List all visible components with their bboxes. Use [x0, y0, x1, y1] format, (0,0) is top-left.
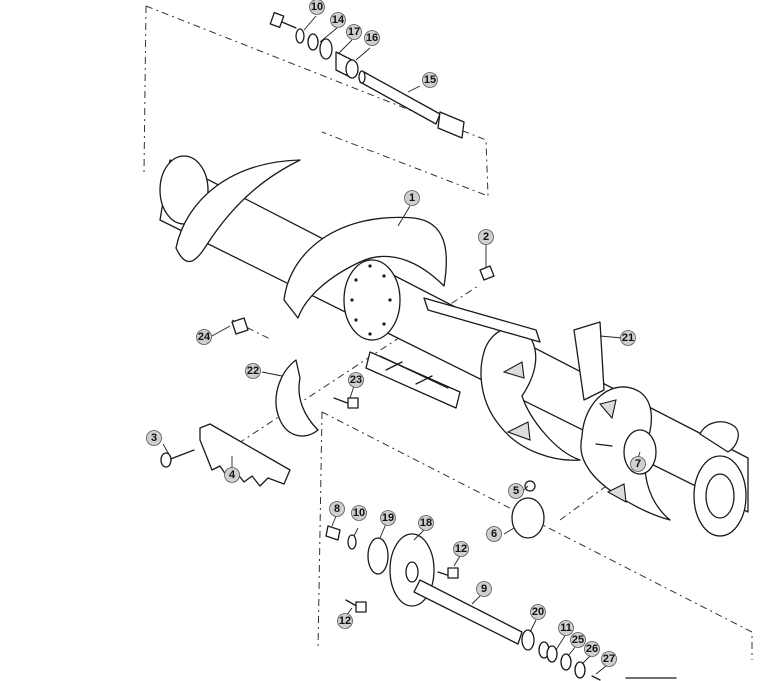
callout-20: 20	[530, 604, 546, 620]
svg-text:18: 18	[420, 517, 432, 529]
svg-text:25: 25	[572, 634, 584, 646]
top-bolt-part	[269, 12, 297, 29]
top-lockwasher-part	[307, 33, 319, 51]
callout-25: 25	[570, 632, 586, 648]
nut-24-part	[231, 317, 249, 335]
top-washer-part	[295, 28, 305, 44]
callout-6: 6	[486, 526, 502, 542]
plug-5-part	[524, 480, 536, 492]
callout-12-lower: 12	[337, 613, 353, 629]
callout-12-upper: 12	[453, 541, 469, 557]
svg-text:16: 16	[366, 32, 378, 44]
end-lug	[699, 421, 739, 453]
callout-14: 14	[330, 12, 346, 28]
callout-11: 11	[558, 620, 574, 636]
callout-10-bottom: 10	[351, 505, 367, 521]
ring-20-part	[521, 629, 535, 651]
auger-left-flight	[175, 159, 301, 262]
nut-2-part	[479, 265, 495, 281]
callout-9: 9	[476, 581, 492, 597]
callout-22: 22	[245, 363, 261, 379]
svg-text:12: 12	[339, 615, 351, 627]
callout-21: 21	[620, 330, 636, 346]
callout-10-top: 10	[309, 0, 325, 15]
plate-22-part	[275, 359, 319, 437]
auger-main	[159, 155, 749, 537]
svg-text:15: 15	[424, 74, 436, 86]
center-flange	[343, 259, 401, 341]
callout-27: 27	[601, 651, 617, 667]
svg-text:12: 12	[455, 543, 467, 555]
callout-16: 16	[364, 30, 380, 46]
svg-text:19: 19	[382, 512, 394, 524]
svg-text:17: 17	[348, 26, 360, 38]
callout-8: 8	[329, 501, 345, 517]
svg-text:20: 20	[532, 606, 544, 618]
washer-11-part	[546, 645, 558, 663]
bolt-23-part	[333, 397, 359, 409]
svg-text:10: 10	[311, 1, 323, 13]
callout-15: 15	[422, 72, 438, 88]
bolt-3-part	[160, 449, 195, 468]
mounting-bracket	[365, 297, 541, 409]
svg-text:8: 8	[334, 503, 340, 515]
svg-text:7: 7	[635, 458, 641, 470]
ring-25-part	[560, 653, 572, 671]
washer-10b-part	[347, 534, 357, 550]
svg-text:4: 4	[229, 469, 236, 481]
svg-text:23: 23	[350, 374, 362, 386]
svg-text:27: 27	[603, 653, 615, 665]
callout-2: 2	[478, 229, 494, 245]
callout-24: 24	[196, 329, 212, 345]
callout-7: 7	[630, 456, 646, 472]
callout-26: 26	[584, 641, 600, 657]
bolt-12a-part	[437, 567, 459, 579]
toothed-bar-4-part	[199, 423, 291, 487]
callout-5: 5	[508, 483, 524, 499]
bolt-8-part	[325, 525, 341, 541]
shaft-9-part	[413, 579, 523, 645]
callout-17: 17	[346, 24, 362, 40]
svg-text:21: 21	[622, 332, 634, 344]
callout-1: 1	[404, 190, 420, 206]
bolt-12b-part	[345, 599, 367, 613]
svg-text:26: 26	[586, 643, 598, 655]
callout-19: 19	[380, 510, 396, 526]
svg-text:11: 11	[560, 622, 572, 634]
top-shaft-parts	[269, 12, 465, 139]
svg-text:5: 5	[513, 485, 519, 497]
svg-text:14: 14	[332, 14, 345, 26]
top-ring-part	[319, 38, 333, 60]
leader-lines	[162, 15, 641, 675]
flange-19-part	[367, 537, 389, 575]
cover-6-part	[511, 497, 545, 539]
plate-21-part	[573, 321, 605, 401]
loose-parts	[160, 265, 605, 539]
pin-27-part	[591, 675, 601, 681]
svg-text:3: 3	[151, 432, 157, 444]
svg-text:24: 24	[198, 331, 211, 343]
svg-text:1: 1	[409, 192, 415, 204]
callout-4: 4	[224, 467, 240, 483]
lower-shaft-parts	[325, 525, 677, 681]
callout-18: 18	[418, 515, 434, 531]
washer-26-part	[574, 661, 586, 679]
svg-text:9: 9	[481, 583, 487, 595]
svg-text:10: 10	[353, 507, 365, 519]
auger-center-flight	[283, 216, 447, 319]
svg-text:2: 2	[483, 231, 489, 243]
svg-text:6: 6	[491, 528, 497, 540]
callout-3: 3	[146, 430, 162, 446]
svg-text:22: 22	[247, 365, 259, 377]
callout-23: 23	[348, 372, 364, 388]
